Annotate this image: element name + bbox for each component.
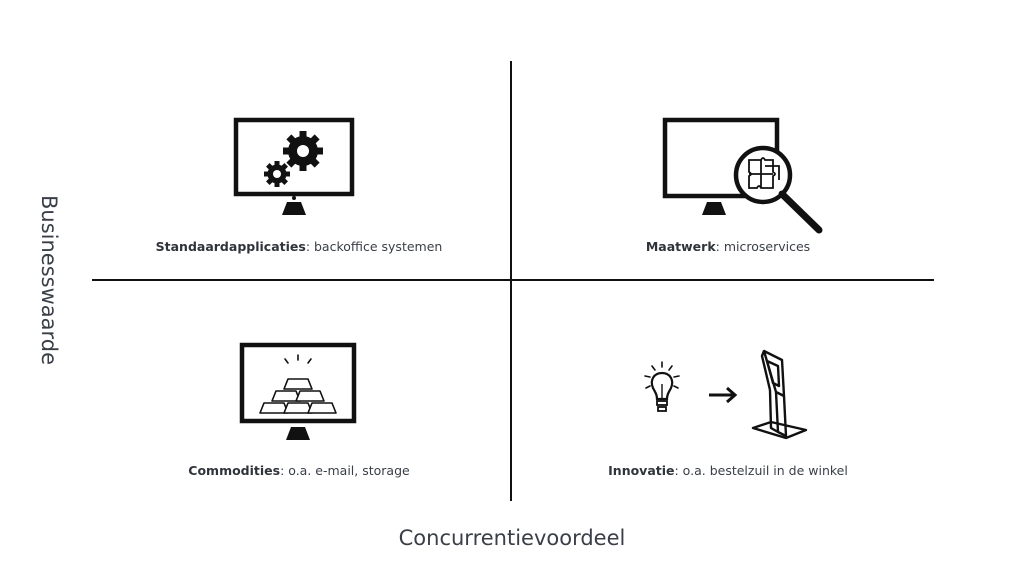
horizontal-axis-line xyxy=(92,279,934,281)
caption-maatwerk: Maatwerk: microservices xyxy=(518,239,938,254)
caption-title: Standaardapplicaties xyxy=(155,239,306,254)
caption-title: Maatwerk xyxy=(645,239,716,254)
caption-standaardapplicaties: Standaardapplicaties: backoffice systeme… xyxy=(89,239,509,254)
y-axis-label: Businesswaarde xyxy=(37,194,61,366)
caption-commodities: Commodities: o.a. e-mail, storage xyxy=(89,463,509,478)
caption-title: Innovatie xyxy=(608,463,675,478)
monitor-gold-bars-icon xyxy=(239,342,357,440)
caption-description: : microservices xyxy=(715,239,811,254)
caption-description: : o.a. e-mail, storage xyxy=(280,463,410,478)
caption-title: Commodities xyxy=(188,463,281,478)
monitor-gears-icon xyxy=(233,117,355,215)
lightbulb-arrow-kiosk-icon xyxy=(644,349,808,440)
x-axis-label: Concurrentievoordeel xyxy=(398,526,626,550)
vertical-axis-line xyxy=(510,61,512,501)
caption-description: : o.a. bestelzuil in de winkel xyxy=(674,463,848,478)
caption-description: : backoffice systemen xyxy=(305,239,443,254)
caption-innovatie: Innovatie: o.a. bestelzuil in de winkel xyxy=(518,463,938,478)
monitor-magnifier-puzzle-icon xyxy=(662,117,823,234)
